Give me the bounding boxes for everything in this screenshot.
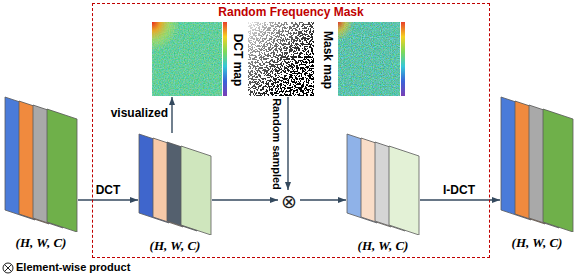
shape-label: (H, W, C) — [512, 235, 563, 250]
feature-sheet — [389, 146, 419, 235]
map-label: DCT map — [231, 23, 245, 97]
shape-label: (H, W, C) — [16, 235, 67, 250]
product-operator: ⊗ — [278, 190, 300, 212]
shape-label: (H, W, C) — [358, 238, 409, 253]
frequency-map: Mask map — [249, 23, 335, 97]
mask-pattern — [248, 22, 314, 96]
shape-label: (H, W, C) — [150, 238, 201, 253]
dct-heatmap — [152, 22, 227, 96]
mask-module-frame: Random Frequency MaskDCT map Mask map (H, … — [92, 3, 490, 258]
feature-stack: (H, W, C) — [138, 133, 212, 235]
stack-drawing — [4, 96, 78, 232]
feature-stack: (H, W, C) — [500, 96, 574, 232]
arrow-connector — [300, 199, 346, 200]
feature-stack: (H, W, C) — [4, 96, 78, 232]
masked-heatmap — [338, 22, 405, 96]
arrow-connector — [171, 97, 172, 133]
legend-symbol — [3, 263, 13, 273]
legend-text: Element-wise product — [16, 261, 130, 273]
feature-stack: (H, W, C) — [346, 133, 420, 235]
module-title: Random Frequency Mask — [93, 5, 489, 20]
feature-sheet — [181, 146, 211, 235]
frequency-map: DCT map — [153, 23, 245, 97]
arrow-connector — [78, 199, 138, 200]
stack-drawing — [500, 96, 574, 232]
legend-entry: Element-wise product — [16, 261, 130, 274]
stack-drawing — [346, 133, 420, 235]
map-label: Mask map — [321, 23, 335, 97]
feature-sheet — [47, 109, 77, 232]
operator-symbol: ⊗ — [278, 190, 300, 212]
arrow-connector — [420, 199, 500, 200]
edge-label: I-DCT — [443, 183, 475, 197]
arrow-connector — [212, 199, 278, 200]
edge-label: visualized — [111, 106, 168, 120]
edge-label: Random sampled — [270, 98, 284, 190]
stack-drawing — [138, 133, 212, 235]
arrow-connector — [287, 97, 288, 190]
edge-label: DCT — [96, 183, 121, 197]
feature-sheet — [543, 109, 573, 232]
